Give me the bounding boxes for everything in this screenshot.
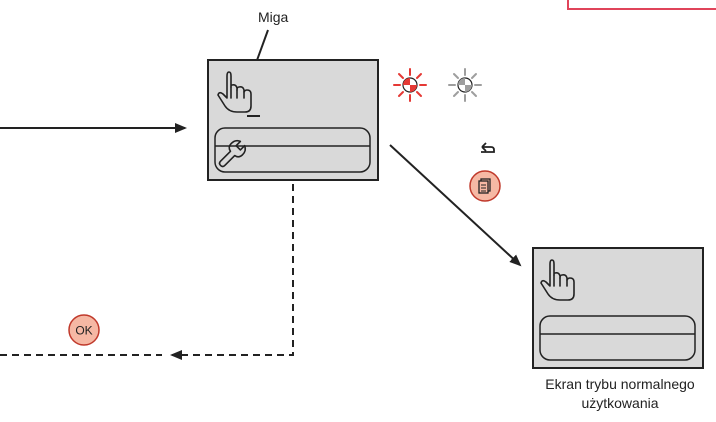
screen-setup (207, 59, 379, 181)
ok-button-label: OK (75, 324, 92, 338)
blink-label: Miga (258, 9, 289, 25)
blinking-grey-led-icon (448, 68, 482, 102)
to-normal-screen-arrow (389, 144, 522, 267)
corner-frame (567, 0, 716, 10)
normal-screen-caption-line1: Ekran trybu normalnego (545, 376, 695, 392)
normal-screen-caption-line2: użytkowania (581, 395, 659, 411)
wrench-icon (218, 139, 247, 168)
hand-pointer-icon (217, 71, 252, 113)
screen-normal (532, 247, 704, 369)
normal-screen-caption: Ekran trybu normalnego użytkowania (520, 375, 716, 413)
document-menu-button[interactable] (469, 170, 501, 202)
screen-normal-bottom-panel (539, 315, 696, 361)
dashed-return-path (170, 184, 294, 360)
hand-pointer-icon (540, 259, 575, 301)
return-arrow-icon (481, 142, 495, 153)
screen-setup-bottom-panel (214, 127, 371, 173)
blinking-red-led-icon (393, 68, 427, 102)
ok-button[interactable]: OK (68, 314, 100, 346)
